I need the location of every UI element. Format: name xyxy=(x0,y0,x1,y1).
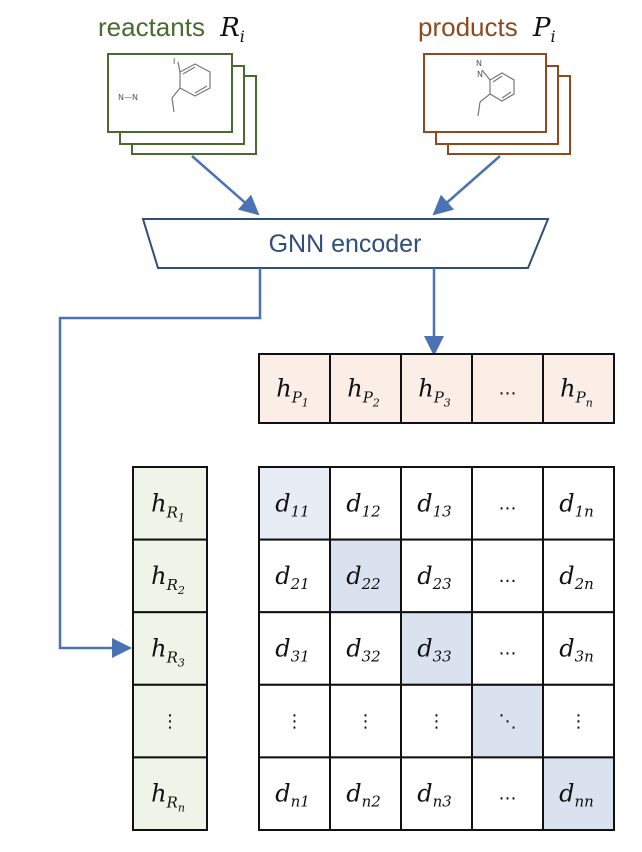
encoder-to-reactants-arrow xyxy=(58,268,262,658)
matrix-cell xyxy=(542,683,615,759)
matrix-cell xyxy=(329,756,402,832)
reactant-embedding-cell xyxy=(132,466,208,541)
matrix-cell xyxy=(329,611,402,686)
gnn-encoder-label: GNN encoder xyxy=(269,230,422,258)
matrix-cell xyxy=(542,756,615,832)
product-n-mid-label: N xyxy=(477,70,483,79)
product-embedding-label: hP3 xyxy=(418,375,451,410)
product-embedding-ellipsis: … xyxy=(499,379,517,400)
matrix-cell xyxy=(542,611,615,686)
product-n-top-label: N xyxy=(476,59,482,68)
reactant-n2-label: N—N xyxy=(118,93,138,102)
matrix-entry-label: d22 xyxy=(346,562,380,593)
matrix-vertical-dots: ⋮ xyxy=(286,711,304,732)
reactant-embedding-ellipsis: ⋮ xyxy=(161,711,179,732)
reactant-embedding-label: hR3 xyxy=(151,635,185,670)
matrix-cell xyxy=(400,756,473,832)
matrix-entry-label: d33 xyxy=(417,635,451,666)
matrix-entry-label: d32 xyxy=(346,635,380,666)
reactants-card-stack: I N—N xyxy=(107,53,257,155)
matrix-cell xyxy=(400,466,473,541)
reactant-atom-label: I xyxy=(173,57,175,66)
matrix-cell xyxy=(258,683,331,759)
product-embedding-cell xyxy=(471,353,544,424)
gnn-encoder-block xyxy=(141,218,550,269)
products-card-stack: N N xyxy=(423,53,571,155)
matrix-entry-label: dnn xyxy=(559,780,594,811)
product-embedding-cell xyxy=(542,353,615,424)
reactants-title: reactants Ri xyxy=(98,12,245,46)
matrix-entry-label: d12 xyxy=(346,489,380,520)
matrix-vertical-dots: ⋮ xyxy=(357,711,375,732)
reactant-embedding-label: hR1 xyxy=(151,489,185,524)
matrix-cell xyxy=(329,538,402,614)
matrix-entry-label: d1n xyxy=(559,489,594,520)
matrix-cell xyxy=(400,538,473,614)
matrix-cell xyxy=(329,466,402,541)
distance-matrix: d11 d12 d13 … d1n d21 d22 d23 … d2n d31 d32 d33 … d3n ⋮… xyxy=(258,466,615,832)
matrix-entry-label: dn1 xyxy=(275,780,310,811)
matrix-horizontal-dots: … xyxy=(499,784,517,805)
matrix-cell xyxy=(400,611,473,686)
matrix-cell xyxy=(258,756,331,832)
matrix-entry-label: d23 xyxy=(417,562,451,593)
matrix-cell xyxy=(471,756,544,832)
product-embedding-label: hP1 xyxy=(276,375,309,410)
matrix-entry-label: dn3 xyxy=(417,780,452,811)
matrix-cell xyxy=(471,611,544,686)
product-embedding-cell xyxy=(329,353,402,424)
product-embedding-cell xyxy=(258,353,331,424)
products-to-encoder-arrow xyxy=(432,155,501,216)
matrix-entry-label: dn2 xyxy=(346,780,381,811)
matrix-horizontal-dots: … xyxy=(499,639,517,660)
product-embedding-label: hP2 xyxy=(347,375,380,410)
reactant-molecule-icon xyxy=(171,61,211,113)
reactant-embedding-label: hRn xyxy=(151,780,185,815)
reactant-embedding-column: hR1 hR2 hR3 ⋮ hRn xyxy=(132,466,208,832)
product-embedding-cell xyxy=(400,353,473,424)
matrix-diagonal-dots: ⋱ xyxy=(499,711,517,732)
matrix-entry-label: d31 xyxy=(275,635,309,666)
reactant-embedding-label: hR2 xyxy=(151,562,185,597)
matrix-cell xyxy=(400,683,473,759)
matrix-entry-label: d3n xyxy=(559,635,594,666)
product-embedding-label: hPn xyxy=(560,375,593,410)
matrix-entry-label: d21 xyxy=(275,562,309,593)
matrix-horizontal-dots: … xyxy=(499,566,517,587)
matrix-entry-label: d13 xyxy=(417,489,451,520)
reactants-to-encoder-arrow xyxy=(191,155,260,216)
matrix-horizontal-dots: … xyxy=(499,493,517,514)
products-title: products Pi xyxy=(418,12,556,46)
reactant-embedding-cell xyxy=(132,538,208,614)
product-embedding-row: hP1 hP2 hP3 … hPn xyxy=(258,353,615,424)
matrix-entry-label: d2n xyxy=(559,562,594,593)
matrix-entry-label: d11 xyxy=(275,489,309,520)
matrix-cell xyxy=(258,611,331,686)
product-molecule-icon xyxy=(477,69,515,117)
matrix-vertical-dots: ⋮ xyxy=(428,711,446,732)
reactant-embedding-cell xyxy=(132,756,208,832)
matrix-vertical-dots: ⋮ xyxy=(570,711,588,732)
